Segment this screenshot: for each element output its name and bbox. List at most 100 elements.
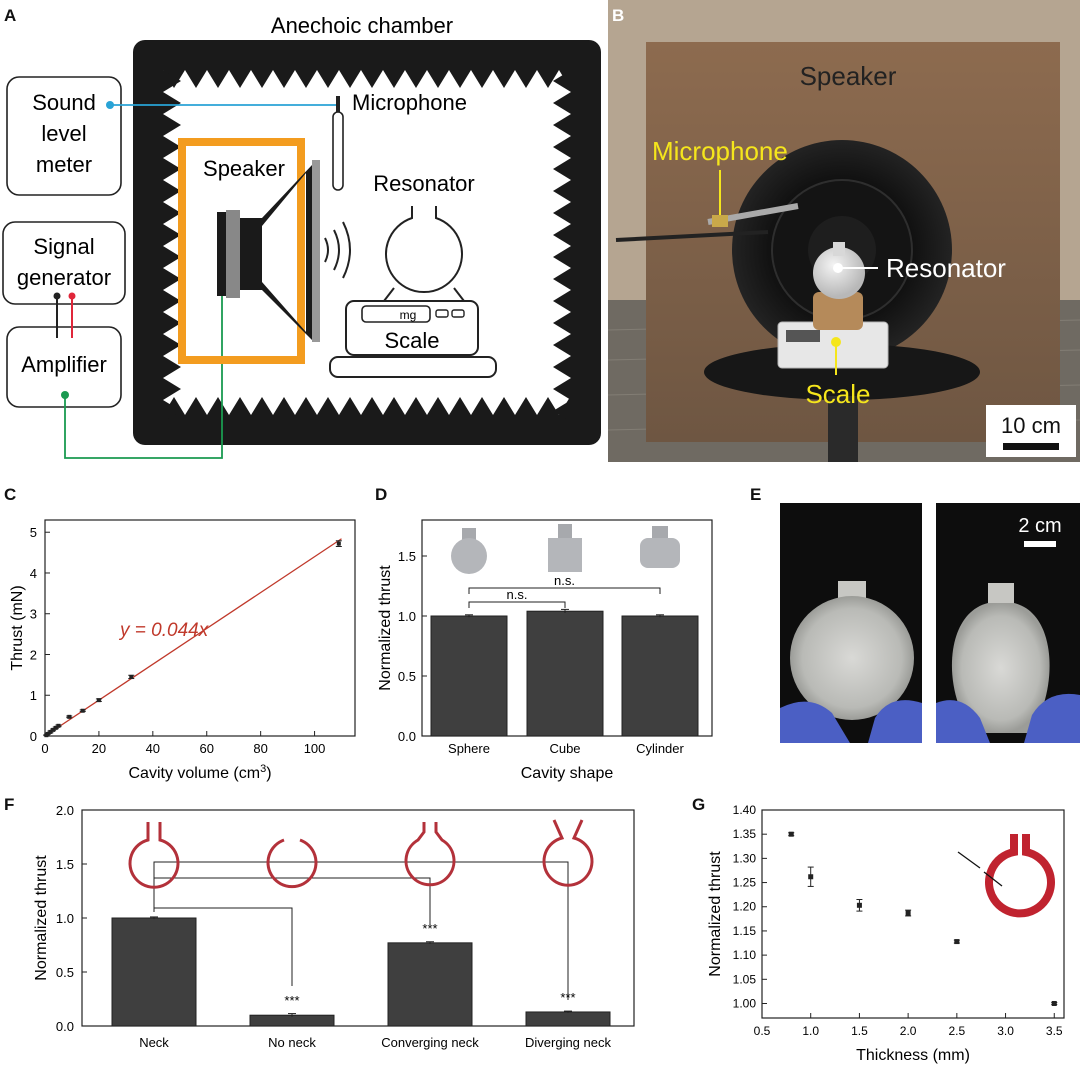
foam-wedge: [405, 70, 427, 88]
foam-wedge: [163, 180, 181, 202]
significance-bracket: [468, 601, 566, 608]
foam-wedge: [553, 202, 571, 224]
foam-wedge: [163, 158, 181, 180]
microphone-icon: [332, 111, 344, 191]
foam-wedge: [185, 70, 207, 88]
foam-wedge: [163, 92, 181, 114]
bar: [525, 1011, 611, 1027]
foam-wedge: [471, 397, 493, 415]
data-point: [788, 831, 794, 837]
y-axis-label: Thrust (mN): [9, 585, 26, 670]
cylinder-neck-icon: [652, 526, 668, 540]
foam-wedge: [493, 70, 515, 88]
sound-level-meter-box: [6, 76, 122, 196]
y-tick-label: 1.5: [398, 549, 416, 564]
significance-stars: ***: [560, 990, 575, 1005]
y-tick-label: 1.10: [733, 948, 757, 962]
y-tick-label: 1.40: [733, 803, 757, 817]
y-tick-label: 1.20: [733, 900, 757, 914]
foam-wedge: [515, 70, 537, 88]
foam-wedge: [553, 180, 571, 202]
scale-label: Scale: [384, 328, 439, 353]
foam-wedge: [163, 268, 181, 290]
amplifier-label: Amplifier: [21, 352, 107, 377]
y-axis-label: Normalized thrust: [377, 565, 394, 691]
foam-wedge: [383, 70, 405, 88]
bar: [430, 615, 508, 737]
scale-display: [361, 305, 431, 323]
photo-microphone-label: Microphone: [652, 136, 788, 166]
category-label: Cylinder: [636, 741, 684, 756]
experimental-photo: Speaker Microphone Resonator Scale 10 cm: [608, 0, 1080, 462]
resonator-label: Resonator: [373, 171, 475, 196]
foam-wedge: [295, 397, 317, 415]
y-tick-label: 1.30: [733, 851, 757, 865]
x-axis-label: Cavity volume (cm3): [128, 763, 271, 782]
x-tick-label: 20: [92, 741, 106, 756]
sphere-shape-icon: [451, 538, 487, 574]
category-label: Sphere: [448, 741, 490, 756]
data-point: [336, 541, 341, 546]
foam-wedge: [163, 202, 181, 224]
data-point: [51, 727, 56, 732]
cork-ring: [813, 292, 863, 330]
x-tick-label: 80: [253, 741, 267, 756]
significance-stars: ***: [284, 993, 299, 1008]
cylinder-shape-icon: [640, 538, 680, 568]
foam-wedge: [553, 356, 571, 378]
y-tick-label: 1.25: [733, 876, 757, 890]
foam-wedge: [229, 397, 251, 415]
speaker-label: Speaker: [203, 156, 285, 181]
data-point: [53, 725, 58, 730]
y-axis-label: Normalized thrust: [707, 851, 724, 977]
chamber-title: Anechoic chamber: [271, 13, 453, 38]
cube-shape-icon: [548, 538, 582, 572]
y-tick-label: 0: [30, 729, 37, 744]
x-tick-label: 2.0: [900, 1024, 917, 1038]
y-tick-label: 1.5: [56, 857, 74, 872]
foam-wedge: [163, 224, 181, 246]
fit-equation: y = 0.044x: [118, 620, 210, 641]
x-tick-label: 3.5: [1046, 1024, 1063, 1038]
speaker-body: [226, 210, 240, 298]
y-tick-label: 1.0: [56, 911, 74, 926]
scale-unit: mg: [400, 308, 417, 322]
data-point: [129, 674, 134, 679]
y-tick-label: 1.05: [733, 972, 757, 986]
x-tick-label: 60: [200, 741, 214, 756]
acoustic-foam-wedges: [163, 70, 581, 422]
foam-wedge: [553, 224, 571, 246]
foam-wedge: [163, 70, 181, 92]
foam-wedge: [207, 397, 229, 415]
inset-arrow: [983, 871, 1003, 887]
foam-wedge: [553, 136, 571, 158]
x-tick-label: 3.0: [997, 1024, 1014, 1038]
foam-wedge: [317, 397, 339, 415]
photo-resonator-label: Resonator: [886, 253, 1006, 283]
foam-wedge: [553, 334, 571, 356]
foam-wedge: [207, 70, 229, 88]
y-tick-label: 0.0: [56, 1019, 74, 1034]
data-point: [48, 729, 53, 734]
panel-label-e: E: [750, 485, 762, 504]
amplifier-box: [6, 326, 122, 408]
foam-wedge: [163, 378, 181, 400]
foam-wedge: [493, 397, 515, 415]
foam-wedge: [317, 70, 339, 88]
x-tick-label: 2.5: [948, 1024, 965, 1038]
significance-line: [153, 861, 569, 1000]
sound-level-meter-line1: Sound: [32, 90, 96, 115]
inset-arrow: [957, 851, 981, 869]
neck-resonator-icon: [128, 822, 180, 889]
no-neck-resonator-icon: [266, 838, 318, 889]
foam-wedge: [405, 397, 427, 415]
foam-wedge: [273, 70, 295, 88]
data-point: [905, 910, 911, 916]
foam-wedge: [163, 290, 181, 312]
photo-scale-label: Scale: [805, 379, 870, 409]
x-axis-label: Cavity shape: [521, 765, 614, 782]
thickness-inset-icon: [985, 834, 1055, 918]
data-point: [67, 714, 72, 719]
bar: [387, 942, 473, 1027]
